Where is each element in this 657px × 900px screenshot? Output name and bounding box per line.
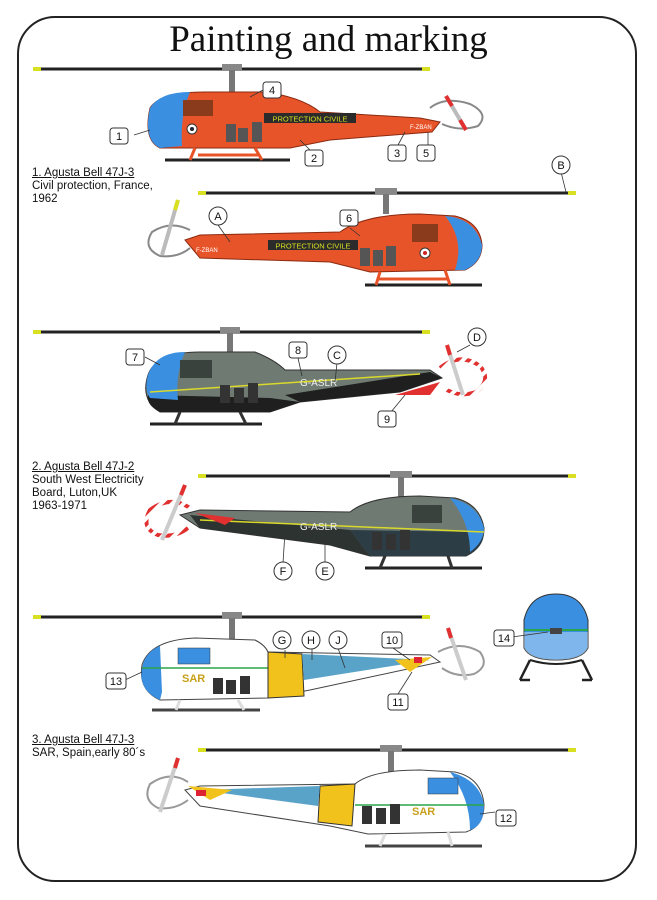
callout-B: B xyxy=(551,155,571,175)
caption-variant-3: 3. Agusta Bell 47J-3 SAR, Spain,early 80… xyxy=(32,734,145,760)
caption-heading: 3. Agusta Bell 47J-3 xyxy=(32,734,135,746)
helicopter-1-right-view: PROTECTION CIVILE F-ZBAN xyxy=(147,188,576,287)
letter-callouts: A B C D E F G H J xyxy=(208,155,571,650)
callout-1: 1 xyxy=(109,127,129,145)
helicopter-3-front-view xyxy=(518,593,594,682)
svg-text:D: D xyxy=(473,332,481,344)
registration-mark: F-ZBAN xyxy=(196,248,218,254)
caption-line: SAR, Spain,early 80´s xyxy=(32,747,146,759)
callout-leaders xyxy=(124,89,567,815)
svg-text:4: 4 xyxy=(269,85,275,97)
callout-E: E xyxy=(315,561,335,581)
svg-text:12: 12 xyxy=(500,813,512,825)
caption-variant-1: 1. Agusta Bell 47J-3 Civil protection, F… xyxy=(32,167,153,206)
svg-text:13: 13 xyxy=(110,676,122,688)
svg-text:5: 5 xyxy=(423,148,429,160)
fuselage-text: SAR xyxy=(182,673,205,685)
sheet-frame xyxy=(17,16,637,882)
callout-8: 8 xyxy=(288,341,308,359)
caption-heading: 2. Agusta Bell 47J-2 xyxy=(32,461,135,473)
svg-text:H: H xyxy=(307,635,315,647)
caption-line: Civil protection, France, xyxy=(32,180,153,192)
callout-12: 12 xyxy=(495,809,517,827)
svg-text:C: C xyxy=(333,350,341,362)
callout-H: H xyxy=(301,630,321,650)
svg-text:A: A xyxy=(214,211,222,223)
svg-text:F: F xyxy=(280,566,287,578)
svg-text:7: 7 xyxy=(132,352,138,364)
svg-text:6: 6 xyxy=(346,213,352,225)
svg-text:J: J xyxy=(335,635,341,647)
fuselage-text: PROTECTION CIVILE xyxy=(275,242,350,251)
svg-text:G: G xyxy=(278,635,287,647)
svg-text:11: 11 xyxy=(392,697,403,709)
svg-text:E: E xyxy=(321,566,328,578)
helicopter-2-left-view: G-ASLR xyxy=(33,327,488,426)
number-callouts: 1 2 3 4 5 6 7 8 9 10 11 12 13 14 xyxy=(105,81,517,827)
helicopter-2-right-view: G-ASLR xyxy=(144,471,576,570)
helicopter-1-left-view: PROTECTION CIVILE F-ZBAN xyxy=(33,64,484,162)
registration-mark: F-ZBAN xyxy=(410,125,432,131)
caption-line: South West Electricity xyxy=(32,474,144,486)
helicopter-3-right-view: SAR xyxy=(146,745,576,848)
registration-mark: G-ASLR xyxy=(300,378,337,389)
callout-J: J xyxy=(328,630,348,650)
fuselage-text: SAR xyxy=(412,806,435,818)
svg-text:B: B xyxy=(557,160,564,172)
caption-heading: 1. Agusta Bell 47J-3 xyxy=(32,167,135,179)
callout-4: 4 xyxy=(262,81,282,99)
registration-mark: G-ASLR xyxy=(300,522,337,533)
callout-10: 10 xyxy=(381,631,403,649)
callout-C: C xyxy=(327,345,347,365)
fuselage-text: PROTECTION CIVILE xyxy=(272,115,347,124)
svg-text:1: 1 xyxy=(116,131,122,143)
caption-line: Board, Luton,UK xyxy=(32,487,118,499)
page-title: Painting and marking xyxy=(169,19,488,60)
helicopter-3-left-view: SAR xyxy=(33,612,485,712)
callout-11: 11 xyxy=(387,693,409,711)
callout-6: 6 xyxy=(339,209,359,227)
callout-A: A xyxy=(208,206,228,226)
callout-9: 9 xyxy=(377,410,397,428)
callout-5: 5 xyxy=(416,144,436,162)
svg-text:10: 10 xyxy=(386,635,398,647)
callout-D: D xyxy=(467,327,487,347)
caption-line: 1963-1971 xyxy=(32,500,87,512)
caption-variant-2: 2. Agusta Bell 47J-2 South West Electric… xyxy=(32,461,144,513)
callout-13: 13 xyxy=(105,672,127,690)
callout-F: F xyxy=(273,561,293,581)
callout-3: 3 xyxy=(387,144,407,162)
svg-text:3: 3 xyxy=(394,148,400,160)
svg-text:9: 9 xyxy=(384,414,390,426)
callout-G: G xyxy=(272,630,292,650)
callout-14: 14 xyxy=(493,629,515,647)
svg-text:14: 14 xyxy=(498,633,510,645)
caption-line: 1962 xyxy=(32,193,58,205)
svg-text:8: 8 xyxy=(295,345,301,357)
callout-2: 2 xyxy=(304,149,324,167)
svg-text:2: 2 xyxy=(311,153,317,165)
callout-7: 7 xyxy=(125,348,145,366)
